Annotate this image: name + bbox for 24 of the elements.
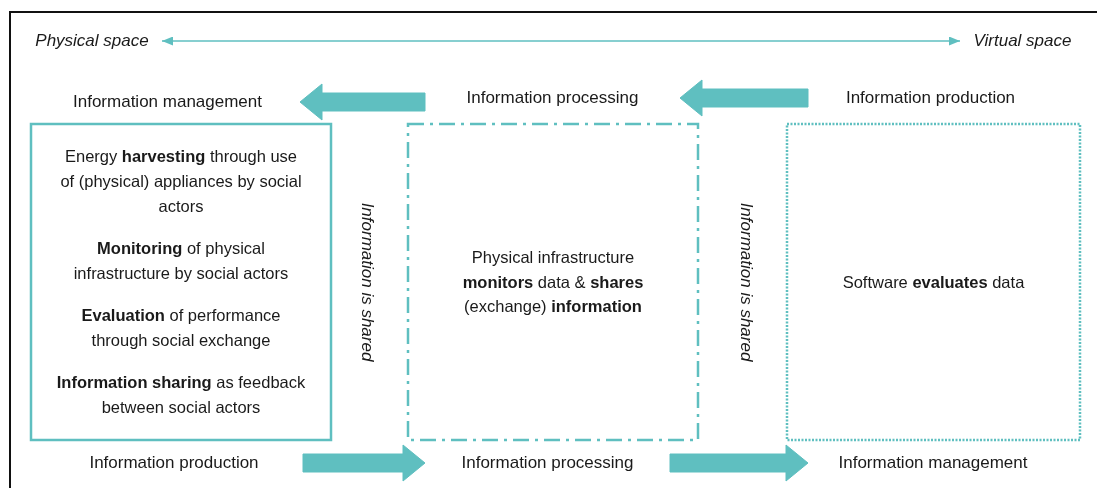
- box-text: Software evaluates data: [842, 271, 1025, 293]
- label-text: Information processing: [461, 451, 634, 474]
- label-text: Information processing: [466, 86, 639, 109]
- vertical-label: Information is shared: [735, 202, 756, 362]
- label-text: Information management: [838, 451, 1028, 474]
- double-arrow: [161, 36, 961, 46]
- process-box: [786, 123, 1081, 441]
- label-text: Virtual space: [973, 29, 1072, 52]
- box-text: Physical infrastructure monitors data & shares (exchange) information: [461, 246, 645, 318]
- block-arrow: [669, 444, 809, 482]
- label-text: Information production: [845, 86, 1016, 109]
- process-box: [407, 123, 699, 441]
- vertical-label: Information is shared: [356, 202, 377, 362]
- label-text: Physical space: [35, 29, 149, 52]
- box-text: Monitoring of physical infrastructure by social actors: [72, 238, 290, 284]
- box-text: Energy harvesting through use of (physical) appliances by social actors: [59, 146, 303, 217]
- label-text: Information management: [73, 90, 262, 113]
- process-box: [30, 123, 332, 441]
- block-arrow: [302, 444, 426, 482]
- box-text: Evaluation of performance through social exchange: [80, 305, 282, 351]
- block-arrow: [299, 83, 426, 121]
- block-arrow: [679, 79, 809, 117]
- box-text: Information sharing as feedback between social actors: [56, 372, 306, 418]
- label-text: Information production: [89, 451, 259, 474]
